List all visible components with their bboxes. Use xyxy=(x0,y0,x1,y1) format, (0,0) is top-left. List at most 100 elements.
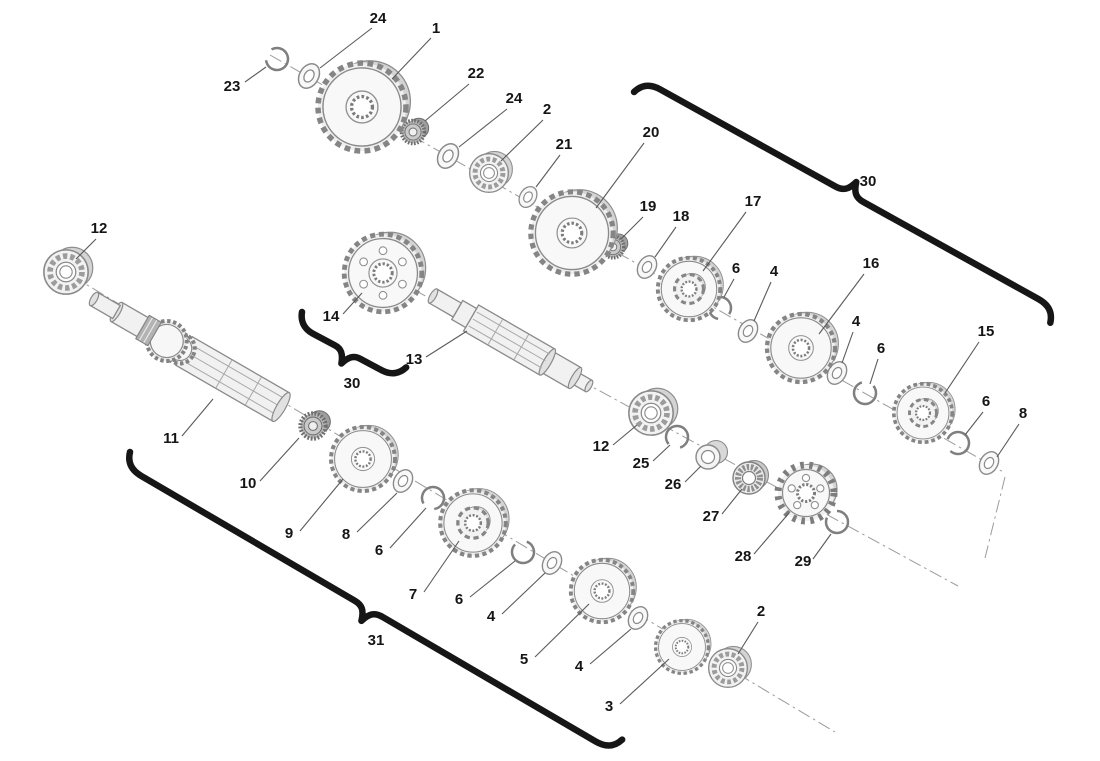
leader-line xyxy=(259,437,300,482)
leader-line xyxy=(425,330,468,358)
callout-6-2: 6 xyxy=(877,340,885,357)
part-shaft-13 xyxy=(427,288,594,393)
part-circlip-29 xyxy=(824,509,850,535)
callout-17: 17 xyxy=(745,193,762,210)
callout-8-1: 8 xyxy=(342,526,350,543)
callout-24-2: 24 xyxy=(506,90,523,107)
leader-line xyxy=(612,424,638,446)
leader-line xyxy=(75,238,97,260)
callout-27: 27 xyxy=(703,508,720,525)
callout-14: 14 xyxy=(323,308,340,325)
callout-6-1: 6 xyxy=(732,260,740,277)
part-washer-4-bot1 xyxy=(537,547,567,579)
part-washer-4-top1 xyxy=(733,315,763,347)
part-washer-24-2 xyxy=(432,139,464,173)
leader-line xyxy=(996,423,1020,458)
callout-24-1: 24 xyxy=(370,10,387,27)
axis-centerlines xyxy=(51,54,1006,733)
callout-13: 13 xyxy=(406,351,423,368)
callout-20: 20 xyxy=(643,124,660,141)
leader-lines xyxy=(75,27,1020,705)
callout-15: 15 xyxy=(978,323,995,340)
leader-line xyxy=(620,216,644,240)
leader-line xyxy=(818,273,865,335)
callout-4-1: 4 xyxy=(770,263,779,280)
leader-line xyxy=(342,292,363,315)
callout-25: 25 xyxy=(633,455,650,472)
part-bush-10 xyxy=(300,411,330,439)
leader-line xyxy=(869,358,879,385)
part-gear-7 xyxy=(440,489,509,556)
leader-line xyxy=(753,281,772,322)
part-washer-8-top xyxy=(974,447,1004,479)
callout-6-5: 6 xyxy=(982,393,990,410)
callout-1: 1 xyxy=(432,20,440,37)
leader-line xyxy=(391,37,432,80)
callout-2-1: 2 xyxy=(543,101,551,118)
leader-line xyxy=(181,398,214,437)
callout-11: 11 xyxy=(163,430,179,447)
leader-line xyxy=(501,572,546,615)
part-sprocket-28 xyxy=(778,464,837,521)
part-bearing-12-left xyxy=(44,247,93,294)
callout-4-3: 4 xyxy=(487,608,496,625)
leader-line xyxy=(423,540,460,593)
leader-line xyxy=(424,83,470,122)
parts-countershaft-row xyxy=(344,232,850,535)
leader-line xyxy=(721,488,743,515)
part-circlip-6-bot1 xyxy=(416,481,450,515)
callout-5: 5 xyxy=(520,651,528,668)
leader-line xyxy=(389,507,427,549)
group-bracket-31-bottom xyxy=(126,448,626,749)
part-gear-17 xyxy=(655,254,726,323)
axis-line-countershaft xyxy=(351,255,959,587)
leader-line xyxy=(702,211,747,272)
group-bracket-30-small xyxy=(298,308,410,377)
callout-4-4: 4 xyxy=(575,658,584,675)
callout-23: 23 xyxy=(224,78,241,95)
leader-line xyxy=(595,142,645,209)
callout-6-3: 6 xyxy=(375,542,383,559)
part-circlip-6-top3 xyxy=(942,427,974,459)
leader-line xyxy=(944,341,980,394)
callout-9: 9 xyxy=(285,525,293,542)
part-bearing-2-top xyxy=(470,151,513,192)
callout-12-2: 12 xyxy=(593,438,610,455)
group-brackets xyxy=(126,82,1055,749)
leader-line xyxy=(535,154,561,188)
leader-line xyxy=(964,411,984,436)
callout-4-2: 4 xyxy=(852,313,861,330)
leader-line xyxy=(619,658,670,705)
callout-18: 18 xyxy=(673,208,690,225)
parts-mainshaft-row xyxy=(44,247,752,687)
leader-line xyxy=(534,603,590,658)
leader-line xyxy=(841,331,854,364)
bracket-label-31: 31 xyxy=(368,632,385,649)
part-shaft-11 xyxy=(88,291,291,423)
callout-21: 21 xyxy=(556,136,573,153)
leader-line xyxy=(458,108,508,148)
part-bearing-2-bottom xyxy=(709,646,752,687)
leader-line xyxy=(753,512,790,555)
callout-12-1: 12 xyxy=(91,220,108,237)
leader-line xyxy=(244,66,267,83)
callout-26: 26 xyxy=(665,476,682,493)
leader-line xyxy=(684,465,702,483)
leader-line xyxy=(469,560,516,598)
callout-6-4: 6 xyxy=(455,591,463,608)
leader-line xyxy=(589,628,632,665)
part-washer-24-1 xyxy=(293,59,325,93)
callout-3: 3 xyxy=(605,698,613,715)
leader-line xyxy=(812,533,832,560)
part-bearing-27 xyxy=(733,461,769,495)
leader-line xyxy=(652,444,671,462)
axis-line-corner xyxy=(984,476,1006,559)
callout-22: 22 xyxy=(468,65,485,82)
callout-8-2: 8 xyxy=(1019,405,1027,422)
callout-7: 7 xyxy=(409,586,417,603)
leader-line xyxy=(737,621,759,655)
leader-line xyxy=(356,492,398,533)
part-washer-18 xyxy=(632,251,662,283)
